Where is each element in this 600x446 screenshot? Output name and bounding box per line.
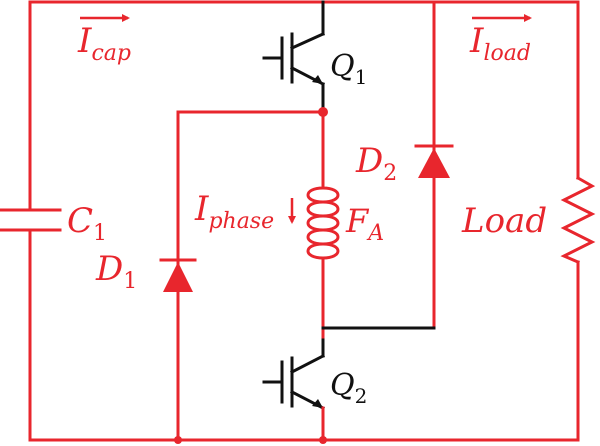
label-c1: C1 xyxy=(67,201,107,246)
diode-d2 xyxy=(418,148,450,178)
junction-dot xyxy=(318,107,328,117)
igbt-q2 xyxy=(262,338,326,442)
label-d2: D2 xyxy=(355,141,397,186)
capacitor-c1 xyxy=(0,208,62,232)
label-load: Load xyxy=(461,201,547,241)
load-resistor xyxy=(560,175,596,264)
diode-d2-branch xyxy=(414,0,454,330)
label-q2: Q2 xyxy=(330,368,367,408)
igbt-q1 xyxy=(262,0,326,114)
diode-d1-branch xyxy=(159,110,325,442)
label-d1: D1 xyxy=(95,249,137,294)
current-arrows xyxy=(80,14,532,224)
label-i-phase: Iphase xyxy=(194,189,274,234)
label-fa: FA xyxy=(345,202,384,246)
outer-wires xyxy=(28,0,580,442)
phase-leg xyxy=(306,110,436,342)
label-q1: Q1 xyxy=(330,49,367,89)
diode-d1 xyxy=(163,262,193,292)
label-i-cap: Icap xyxy=(77,21,131,66)
label-i-load: Iload xyxy=(469,21,531,66)
junction-dots xyxy=(174,107,328,444)
junction-dot xyxy=(174,436,182,444)
inductor-fa xyxy=(306,186,340,260)
junction-dot xyxy=(319,436,327,444)
